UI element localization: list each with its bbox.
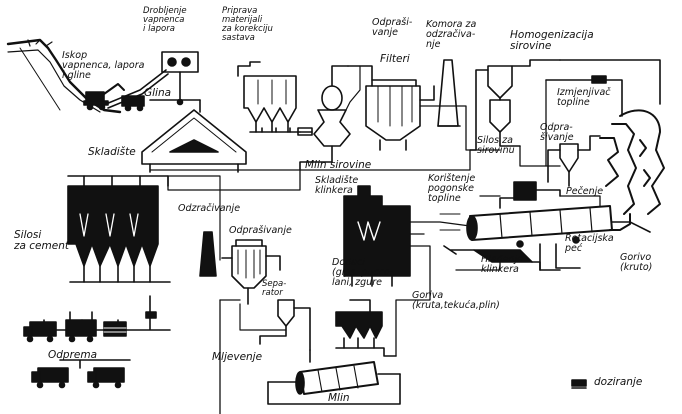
conveyor-to-crusher [105,69,169,109]
label-mljevenje: Mljevenje [212,351,263,363]
label-odprasivanje-mid: Odprašivanje [229,225,292,236]
raw-mill [299,65,361,171]
clinker-storage [343,185,411,287]
label-mlin-sirovine: Mlin sirovine [305,159,372,171]
connecting-flow-lines [167,79,601,414]
dispatch-branch [59,359,131,369]
label-priprava: Priprava materijali za korekciju sastava [222,6,273,43]
label-drobljenje: Drobljenje vapnenca i lapora [143,6,187,34]
additive-bins [335,299,397,357]
chimney-top [437,59,461,127]
clay-truck-icon [121,95,145,112]
cement-silos [67,185,171,283]
label-hladjenje: Hlađenje klinkera [481,254,523,275]
bag-stack-icon [103,321,127,337]
legend-doziranje: doziranje [594,376,643,388]
heat-exchanger-doser [545,75,623,117]
truck-icon-1 [23,321,57,343]
storage-hall [141,99,301,173]
label-skladiste: Skladište [88,146,136,158]
label-pecenje: Pečenje [566,186,604,197]
preheater-tower [559,59,665,231]
label-odprasivanje-right: Odpra- šivanje [540,122,574,143]
truck-icon-2 [31,367,69,389]
cement-mill [267,349,401,405]
mid-chimney [199,231,217,277]
label-dodaci: Dodaci (gips, pucco- lani, zgure [332,257,394,288]
truck-icon-3 [87,367,125,389]
rotary-kiln [466,205,613,248]
correction-bins [237,61,313,136]
label-iskop: Iskop vapnenca, lapora i gline [62,50,145,81]
label-separator: Sepa- rator [262,279,287,298]
excavator-icon [83,83,125,111]
label-homogenizacija: Homogenizacija sirovine [510,29,594,52]
label-odprema: Odprema [48,349,98,361]
label-gorivo-kruto: Gorivo (kruto) [620,252,653,273]
fuel-lines [539,221,651,271]
kiln-feed-box [499,181,561,209]
label-silosi-cement: Silosi za cement [14,229,69,252]
clinker-cooler [409,213,561,271]
label-odzracivanje: Odzračivanje [178,203,241,214]
filters-unit [347,65,435,151]
label-goriva: Goriva (kruta,tekuća,plin) [412,290,500,311]
doziranje-legend-icon [571,379,587,389]
label-glina: Glina [144,87,172,99]
label-koristenje: Korištenje pogonske topline [428,173,476,204]
mid-dedusting-filter [221,239,281,305]
label-izmjenjivac: Izmjenjivač topline [557,87,611,108]
right-cyclone-dedusting [547,135,601,187]
label-skladiste-klinkera: Skladište klinkera [315,175,359,196]
label-filteri: Filteri [380,53,410,65]
label-odprasivanje-top: Odpraši- vanje [372,17,413,38]
label-komora: Komora za odzračiva- nje [426,19,477,50]
label-mlin: Mlin [328,392,350,404]
crusher-unit [149,51,201,106]
label-rotacijska: Rotacijska peć [565,233,614,254]
label-silos-sirovinu: Silos za sirovinu [477,135,515,156]
wagon-icon [65,311,97,343]
separator-unit [239,299,311,351]
